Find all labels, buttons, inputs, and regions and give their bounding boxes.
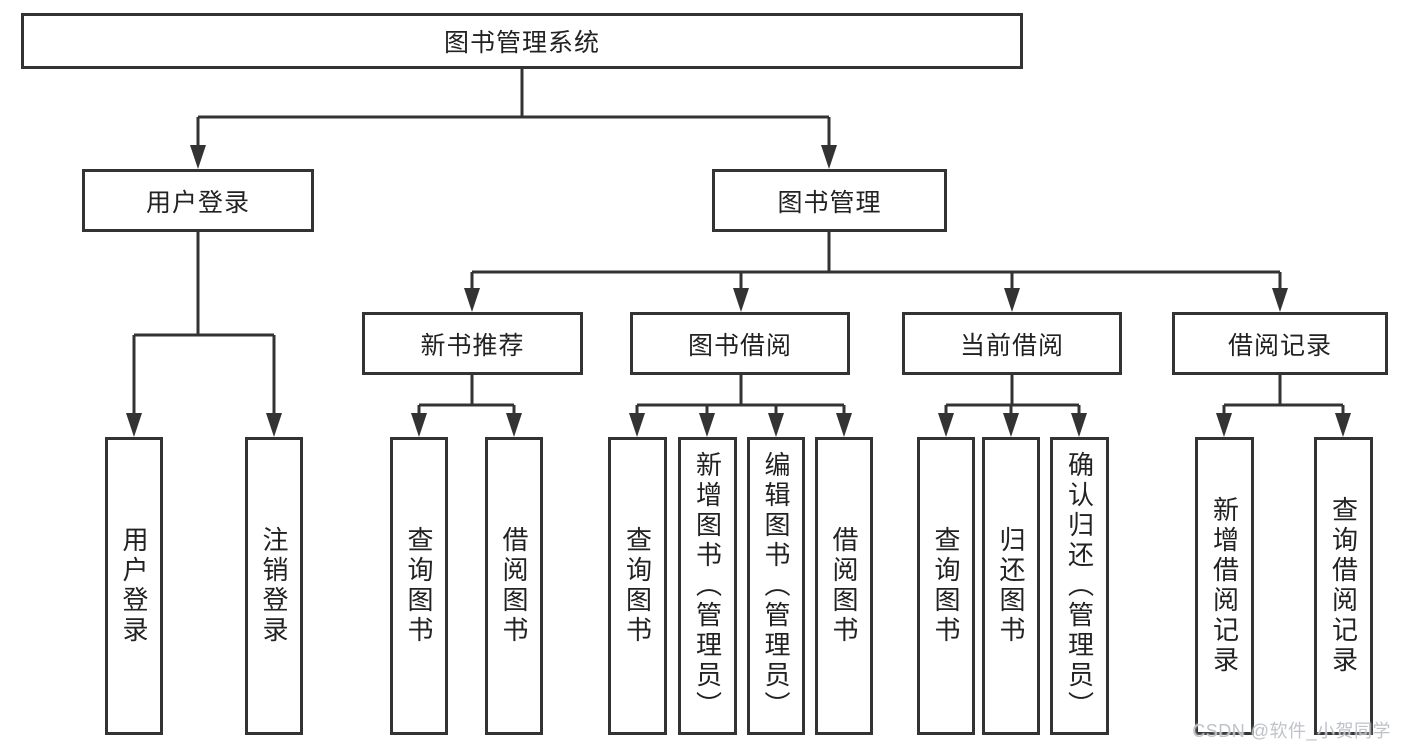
node-book-management-label: 图书管理 [777, 188, 882, 217]
leaf-record-add-label: 新增借阅记录 [1209, 496, 1240, 676]
node-new-book-recommend-label: 新书推荐 [420, 331, 525, 360]
leaf-newbook-borrow: 借阅图书 [485, 437, 543, 735]
leaf-record-add: 新增借阅记录 [1195, 437, 1254, 735]
connector-bookborrow-to-children [629, 375, 852, 437]
node-book-borrow: 图书借阅 [630, 312, 850, 375]
leaf-current-confirm-admin-label: 确认归还（管理员） [1064, 451, 1095, 721]
leaf-current-query: 查询图书 [917, 437, 975, 735]
leaf-borrow-query: 查询图书 [608, 437, 667, 735]
leaf-borrow-borrow: 借阅图书 [815, 437, 873, 735]
arrow-down-icon [190, 145, 837, 169]
connector-currentborrow-to-children [938, 375, 1087, 437]
leaf-current-return: 归还图书 [982, 437, 1040, 735]
node-current-borrow-label: 当前借阅 [959, 331, 1064, 360]
leaf-logout: 注销登录 [245, 437, 303, 735]
leaf-record-query: 查询借阅记录 [1314, 437, 1373, 735]
arrow-down-icon [629, 413, 852, 437]
node-new-book-recommend: 新书推荐 [362, 312, 583, 375]
node-root-label: 图书管理系统 [443, 29, 600, 57]
arrow-down-icon [411, 413, 522, 437]
arrow-down-icon [1216, 413, 1351, 437]
connector-borrowrecords-to-children [1216, 375, 1351, 437]
connector-bookmgmt-to-level3 [464, 232, 1288, 312]
leaf-borrow-edit-admin: 编辑图书（管理员） [747, 437, 805, 735]
leaf-user-login-label: 用户登录 [119, 526, 149, 646]
leaf-current-query-label: 查询图书 [931, 526, 961, 646]
leaf-newbook-query-label: 查询图书 [404, 526, 434, 646]
node-current-borrow: 当前借阅 [902, 312, 1122, 375]
leaf-borrow-add-admin-label: 新增图书（管理员） [692, 451, 723, 721]
leaf-newbook-query: 查询图书 [390, 437, 448, 735]
connector-root-to-level2 [190, 69, 837, 169]
node-user-login-label: 用户登录 [145, 188, 250, 217]
leaf-borrow-borrow-label: 借阅图书 [829, 526, 859, 646]
connector-userlogin-to-children [126, 232, 282, 437]
leaf-current-confirm-admin: 确认归还（管理员） [1050, 437, 1109, 735]
arrow-down-icon [464, 288, 1288, 312]
leaf-borrow-edit-admin-label: 编辑图书（管理员） [761, 451, 791, 721]
csdn-watermark: CSDN @软件_小贺同学 [1192, 721, 1391, 741]
node-book-borrow-label: 图书借阅 [687, 331, 792, 360]
leaf-borrow-add-admin: 新增图书（管理员） [678, 437, 737, 735]
arrow-down-icon [938, 413, 1087, 437]
connector-newbook-to-children [411, 375, 522, 437]
leaf-user-login: 用户登录 [105, 437, 163, 735]
node-book-management: 图书管理 [712, 169, 947, 232]
leaf-newbook-borrow-label: 借阅图书 [499, 526, 529, 646]
leaf-record-query-label: 查询借阅记录 [1328, 496, 1359, 676]
node-root: 图书管理系统 [21, 13, 1023, 69]
leaf-logout-label: 注销登录 [259, 526, 289, 646]
leaf-current-return-label: 归还图书 [996, 526, 1026, 646]
leaf-borrow-query-label: 查询图书 [622, 526, 653, 646]
arrow-down-icon [126, 413, 282, 437]
node-borrow-records: 借阅记录 [1172, 312, 1388, 375]
node-borrow-records-label: 借阅记录 [1227, 331, 1332, 360]
node-user-login: 用户登录 [82, 169, 314, 232]
